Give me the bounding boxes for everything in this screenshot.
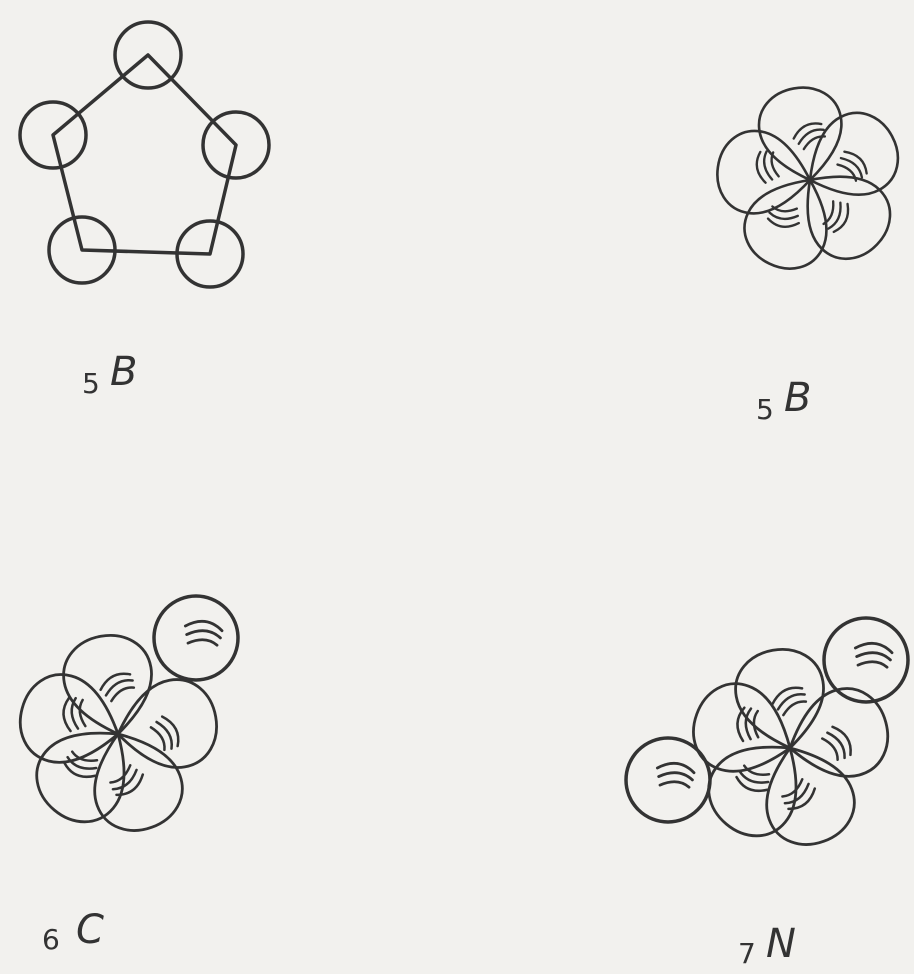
label-element-symbol: N: [766, 921, 796, 967]
sphere: [113, 20, 183, 90]
pentagon-outline: [51, 53, 238, 256]
label-atomic-number: 5: [82, 367, 100, 400]
label-element-symbol: B: [784, 375, 812, 421]
sphere: [201, 110, 271, 180]
label-element-symbol: B: [110, 349, 138, 395]
label-atomic-number: 6: [42, 923, 60, 956]
carbon-orbital-diagram: [11, 596, 238, 842]
nitrogen-orbital-diagram: [626, 618, 908, 856]
pentagon-spheres-diagram: [18, 20, 271, 289]
label-atomic-number: 7: [738, 937, 756, 970]
label-element-symbol: C: [76, 907, 104, 953]
five-lobe-orbital-diagram: [712, 81, 911, 281]
label-atomic-number: 5: [756, 393, 774, 426]
sphere: [18, 100, 88, 170]
